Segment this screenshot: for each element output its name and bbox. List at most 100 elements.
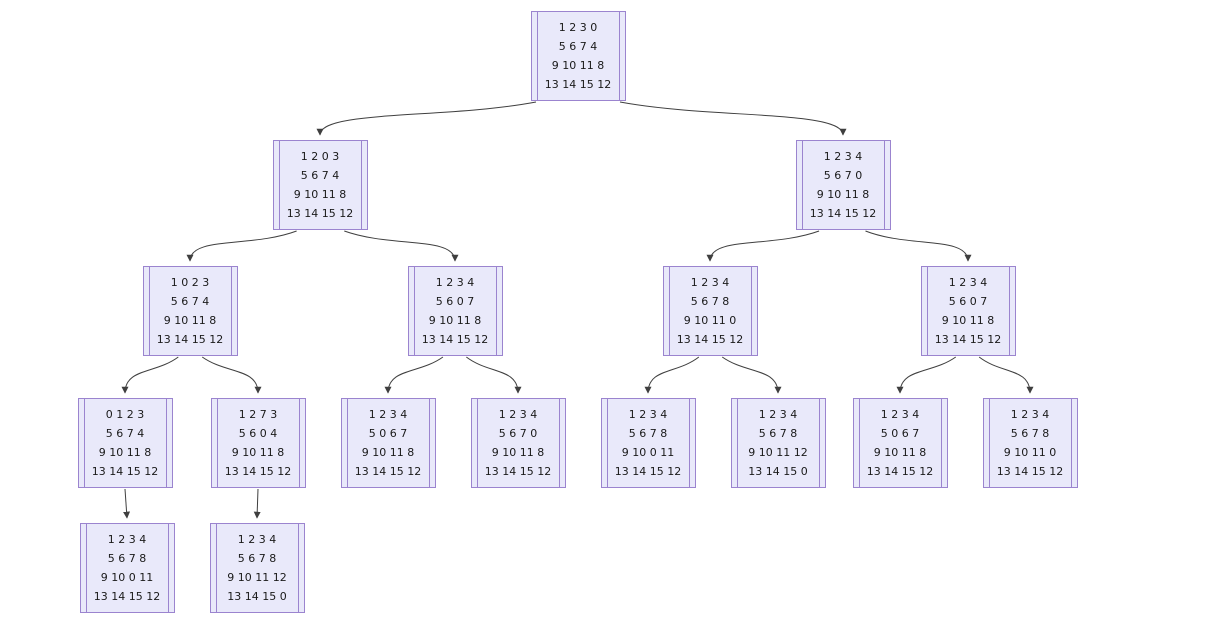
puzzle-row: 1 2 3 4	[368, 408, 408, 421]
puzzle-row: 5 0 6 7	[368, 427, 408, 440]
tree-edge-n4a-n5a	[123, 488, 131, 519]
puzzle-row: 13 14 15 12	[866, 465, 934, 478]
puzzle-node-n5b: 1 2 3 4 5 6 7 8 9 10 11 12 13 14 15 0	[209, 523, 305, 613]
puzzle-row: 5 6 7 0	[823, 169, 863, 182]
tree-edge-n3c-n4e	[644, 356, 700, 394]
puzzle-row: 9 10 11 8	[361, 446, 415, 459]
puzzle-row: 9 10 11 12	[227, 571, 287, 584]
puzzle-row: 9 10 11 8	[941, 314, 995, 327]
tree-edge-n2l-n3b	[344, 230, 459, 262]
tree-edge-n4b-n5b	[253, 488, 261, 519]
puzzle-row: 13 14 15 0	[227, 590, 287, 603]
tree-edge-n3b-n4d	[466, 356, 522, 394]
puzzle-row: 9 10 11 8	[873, 446, 927, 459]
puzzle-row: 9 10 0 11	[100, 571, 154, 584]
puzzle-row: 9 10 11 8	[98, 446, 152, 459]
puzzle-grid: 1 2 3 4 5 6 7 8 9 10 11 12 13 14 15 0	[215, 524, 299, 612]
puzzle-row: 13 14 15 12	[996, 465, 1064, 478]
puzzle-grid: 1 2 3 4 5 6 7 8 9 10 11 0 13 14 15 12	[668, 267, 752, 355]
tree-edge-n3d-n4h	[978, 356, 1034, 394]
puzzle-row: 13 14 15 12	[224, 465, 292, 478]
tree-edge-root-n2r	[619, 101, 847, 136]
puzzle-row: 1 2 3 4	[435, 276, 475, 289]
puzzle-row: 5 6 7 8	[237, 552, 277, 565]
puzzle-grid: 1 2 3 4 5 6 7 8 9 10 11 12 13 14 15 0	[736, 399, 820, 487]
puzzle-row: 5 6 7 8	[107, 552, 147, 565]
puzzle-row: 1 2 3 4	[758, 408, 798, 421]
puzzle-node-n4c: 1 2 3 4 5 0 6 7 9 10 11 8 13 14 15 12	[340, 398, 436, 488]
puzzle-row: 9 10 11 8	[816, 188, 870, 201]
tree-edge-n3a-n4b	[201, 356, 262, 394]
puzzle-row: 13 14 15 0	[748, 465, 808, 478]
puzzle-row: 13 14 15 12	[809, 207, 877, 220]
puzzle-row: 1 2 3 4	[237, 533, 277, 546]
tree-edge-n3d-n4g	[896, 356, 957, 394]
puzzle-row: 9 10 11 8	[163, 314, 217, 327]
puzzle-row: 5 6 7 0	[498, 427, 538, 440]
puzzle-grid: 1 2 3 4 5 6 7 0 9 10 11 8 13 14 15 12	[801, 141, 885, 229]
puzzle-row: 5 6 0 7	[948, 295, 988, 308]
tree-edge-n2r-n3c	[706, 230, 820, 262]
puzzle-row: 9 10 11 0	[683, 314, 737, 327]
tree-edge-n3a-n4a	[121, 356, 179, 394]
puzzle-node-n2r: 1 2 3 4 5 6 7 0 9 10 11 8 13 14 15 12	[795, 140, 891, 230]
puzzle-row: 5 6 7 8	[1010, 427, 1050, 440]
tree-edge-n2r-n3d	[865, 230, 972, 262]
puzzle-row: 9 10 11 8	[293, 188, 347, 201]
puzzle-grid: 1 2 0 3 5 6 7 4 9 10 11 8 13 14 15 12	[278, 141, 362, 229]
puzzle-row: 13 14 15 12	[934, 333, 1002, 346]
puzzle-row: 13 14 15 12	[354, 465, 422, 478]
puzzle-row: 5 6 7 4	[300, 169, 340, 182]
puzzle-row: 1 2 3 4	[823, 150, 863, 163]
puzzle-row: 1 2 3 4	[690, 276, 730, 289]
puzzle-row: 5 6 7 4	[105, 427, 145, 440]
tree-edge-n2l-n3a	[186, 230, 297, 262]
puzzle-row: 1 2 3 4	[498, 408, 538, 421]
puzzle-row: 13 14 15 12	[676, 333, 744, 346]
puzzle-row: 5 6 7 8	[758, 427, 798, 440]
puzzle-row: 1 0 2 3	[170, 276, 210, 289]
puzzle-row: 9 10 11 12	[748, 446, 808, 459]
puzzle-row: 5 6 0 7	[435, 295, 475, 308]
puzzle-row: 5 6 7 8	[690, 295, 730, 308]
puzzle-row: 9 10 11 8	[551, 59, 605, 72]
puzzle-row: 13 14 15 12	[484, 465, 552, 478]
puzzle-row: 9 10 11 8	[231, 446, 285, 459]
puzzle-row: 13 14 15 12	[93, 590, 161, 603]
puzzle-row: 5 0 6 7	[880, 427, 920, 440]
tree-edge-root-n2l	[316, 101, 537, 136]
puzzle-row: 1 2 3 4	[948, 276, 988, 289]
puzzle-grid: 1 2 3 4 5 6 7 8 9 10 0 11 13 14 15 12	[85, 524, 169, 612]
puzzle-row: 13 14 15 12	[614, 465, 682, 478]
puzzle-grid: 1 2 3 4 5 6 0 7 9 10 11 8 13 14 15 12	[926, 267, 1010, 355]
puzzle-node-n3c: 1 2 3 4 5 6 7 8 9 10 11 0 13 14 15 12	[662, 266, 758, 356]
puzzle-node-n2l: 1 2 0 3 5 6 7 4 9 10 11 8 13 14 15 12	[272, 140, 368, 230]
puzzle-row: 9 10 0 11	[621, 446, 675, 459]
puzzle-row: 13 14 15 12	[91, 465, 159, 478]
puzzle-node-n3d: 1 2 3 4 5 6 0 7 9 10 11 8 13 14 15 12	[920, 266, 1016, 356]
puzzle-row: 13 14 15 12	[286, 207, 354, 220]
tree-edge-n3c-n4f	[721, 356, 782, 394]
puzzle-node-n5a: 1 2 3 4 5 6 7 8 9 10 0 11 13 14 15 12	[79, 523, 175, 613]
puzzle-node-n4f: 1 2 3 4 5 6 7 8 9 10 11 12 13 14 15 0	[730, 398, 826, 488]
puzzle-row: 1 2 0 3	[300, 150, 340, 163]
puzzle-row: 1 2 3 4	[107, 533, 147, 546]
